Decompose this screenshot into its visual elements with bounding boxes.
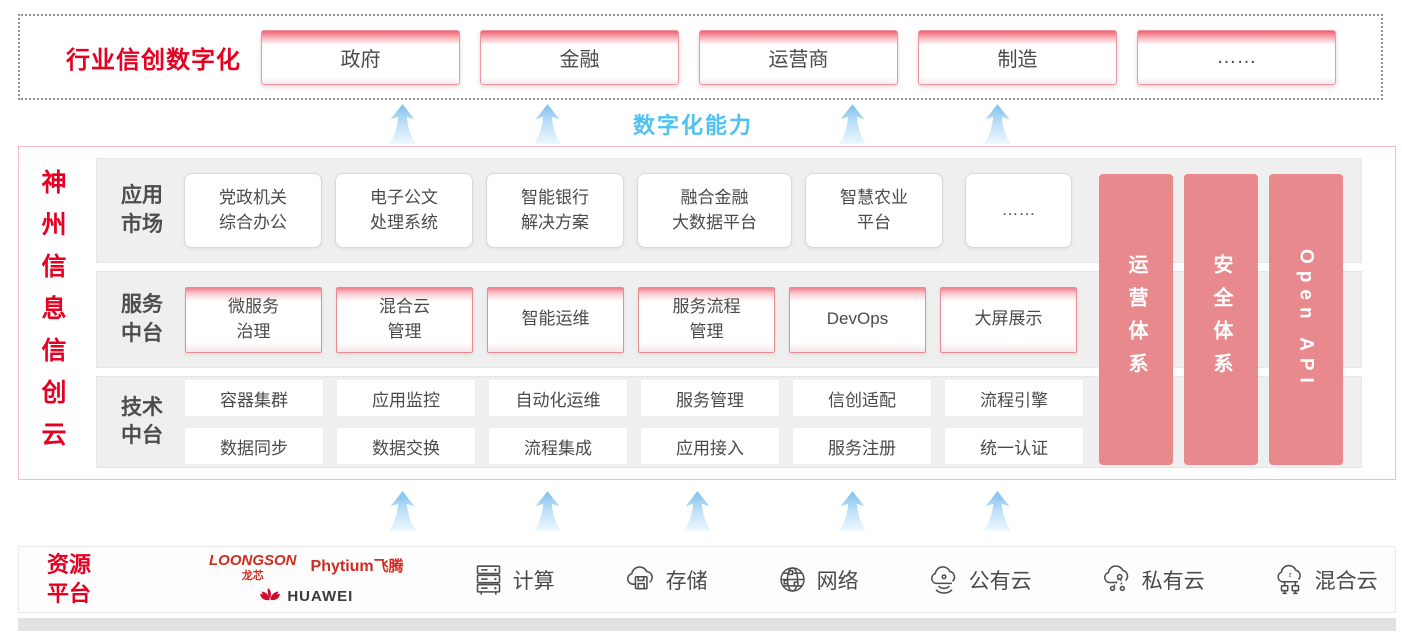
loongson-wordmark: LOONGSON: [209, 551, 297, 569]
up-arrow-icon: [534, 104, 561, 144]
pillar-label: 运营体系: [1125, 253, 1147, 386]
loongson-logo: LOONGSON 龙芯: [209, 552, 297, 583]
huawei-wordmark: HUAWEI: [287, 588, 354, 605]
service-item: 混合云 管理: [336, 286, 473, 353]
pillar-label: Open API: [1295, 249, 1317, 390]
app-market-item: 党政机关 综合办公: [184, 173, 322, 248]
resource-item-label: 网络: [816, 569, 859, 593]
industry-banner: 行业信创数字化 政府 金融 运营商 制造 ……: [18, 14, 1383, 100]
resource-item-private-cloud: 私有云: [1100, 563, 1205, 596]
service-item: 大屏展示: [940, 286, 1077, 353]
tech-item: 应用接入: [641, 428, 779, 464]
resource-item-label: 混合云: [1314, 569, 1378, 593]
public-cloud-icon: [930, 566, 955, 594]
up-arrow-icon: [839, 104, 866, 144]
tech-item: 容器集群: [185, 380, 323, 416]
up-arrow-icon: [984, 104, 1011, 144]
resource-item-label: 公有云: [968, 569, 1032, 593]
storage-cloud-icon: [626, 566, 653, 590]
bottom-divider-bar: [18, 618, 1396, 631]
capability-label: 数字化能力: [633, 113, 754, 138]
up-arrow-icon: [984, 491, 1011, 531]
tech-item: 应用监控: [337, 380, 475, 416]
resource-item-hybrid-cloud: z 混合云: [1273, 563, 1378, 596]
up-arrow-icon: [389, 491, 416, 531]
pillar-open-api: Open API: [1269, 174, 1343, 465]
industry-box-operator: 运营商: [699, 29, 898, 85]
pillar-label: 安全体系: [1210, 253, 1232, 386]
platform-side-title: 神州信息信创云: [38, 169, 66, 463]
app-market-item: 融合金融 大数据平台: [637, 173, 792, 248]
industry-box-more: ……: [1137, 29, 1336, 85]
svg-text:z: z: [1288, 571, 1291, 578]
service-item: 微服务 治理: [185, 286, 322, 353]
industry-box-government: 政府: [261, 29, 460, 85]
service-item: DevOps: [789, 286, 926, 353]
phytium-wordmark: Phytium: [310, 557, 374, 575]
tech-item: 数据同步: [185, 428, 323, 464]
banner-title: 行业信创数字化: [66, 46, 241, 74]
network-globe-icon: [779, 567, 805, 592]
row-label-service: 服务 中台: [121, 293, 163, 345]
loongson-cn-label: 龙芯: [241, 569, 264, 582]
resource-item-network: 网络: [776, 563, 859, 596]
pillar-security-system: 安全体系: [1184, 174, 1258, 465]
tech-item: 流程集成: [489, 428, 627, 464]
vendor-logos: LOONGSON 龙芯 Phytium飞腾 HUAWEI: [209, 552, 404, 608]
cloud-platform-panel: 神州信息信创云 应用 市场 党政机关 综合办公 电子公文 处理系统 智能银行 解…: [18, 146, 1396, 480]
service-item: 服务流程 管理: [638, 286, 775, 353]
private-cloud-icon: [1103, 565, 1128, 592]
resource-item-compute: 计算: [472, 563, 555, 596]
resource-item-public-cloud: 公有云: [927, 563, 1032, 596]
resource-items: 计算 存储: [472, 563, 1378, 596]
tech-item: 服务管理: [641, 380, 779, 416]
up-arrow-icon: [684, 491, 711, 531]
industry-box-finance: 金融: [480, 29, 679, 85]
compute-server-icon: [476, 565, 500, 595]
tech-item: 统一认证: [945, 428, 1083, 464]
up-arrow-icon: [389, 104, 416, 144]
tech-item: 流程引擎: [945, 380, 1083, 416]
row-label-tech: 技术 中台: [121, 395, 163, 447]
app-market-item: 智慧农业 平台: [805, 173, 943, 248]
huawei-logo: HUAWEI: [259, 586, 353, 608]
phytium-logo: Phytium飞腾: [311, 555, 404, 576]
tech-item: 自动化运维: [489, 380, 627, 416]
tech-item: 信创适配: [793, 380, 931, 416]
resource-item-label: 计算: [512, 569, 555, 593]
up-arrow-icon: [534, 491, 561, 531]
pillar-operation-system: 运营体系: [1099, 174, 1173, 465]
industry-box-manufacturing: 制造: [918, 29, 1117, 85]
tech-item: 服务注册: [793, 428, 931, 464]
resource-item-label: 私有云: [1141, 569, 1205, 593]
hybrid-cloud-icon: z: [1277, 564, 1301, 595]
row-label-app-market: 应用 市场: [121, 184, 163, 236]
phytium-cn-label: 飞腾: [373, 557, 404, 575]
app-market-item: 智能银行 解决方案: [486, 173, 624, 248]
service-item: 智能运维: [487, 286, 624, 353]
app-market-item: 电子公文 处理系统: [335, 173, 473, 248]
resource-platform-title: 资源 平台: [47, 551, 92, 606]
resource-platform-panel: 资源 平台 LOONGSON 龙芯 Phytium飞腾 HUAWEI: [18, 546, 1396, 613]
up-arrow-icon: [839, 491, 866, 531]
app-market-item-more: ……: [965, 173, 1072, 248]
tech-item: 数据交换: [337, 428, 475, 464]
resource-item-storage: 存储: [623, 563, 708, 596]
huawei-flower-icon: [260, 587, 281, 600]
resource-item-label: 存储: [665, 569, 708, 593]
